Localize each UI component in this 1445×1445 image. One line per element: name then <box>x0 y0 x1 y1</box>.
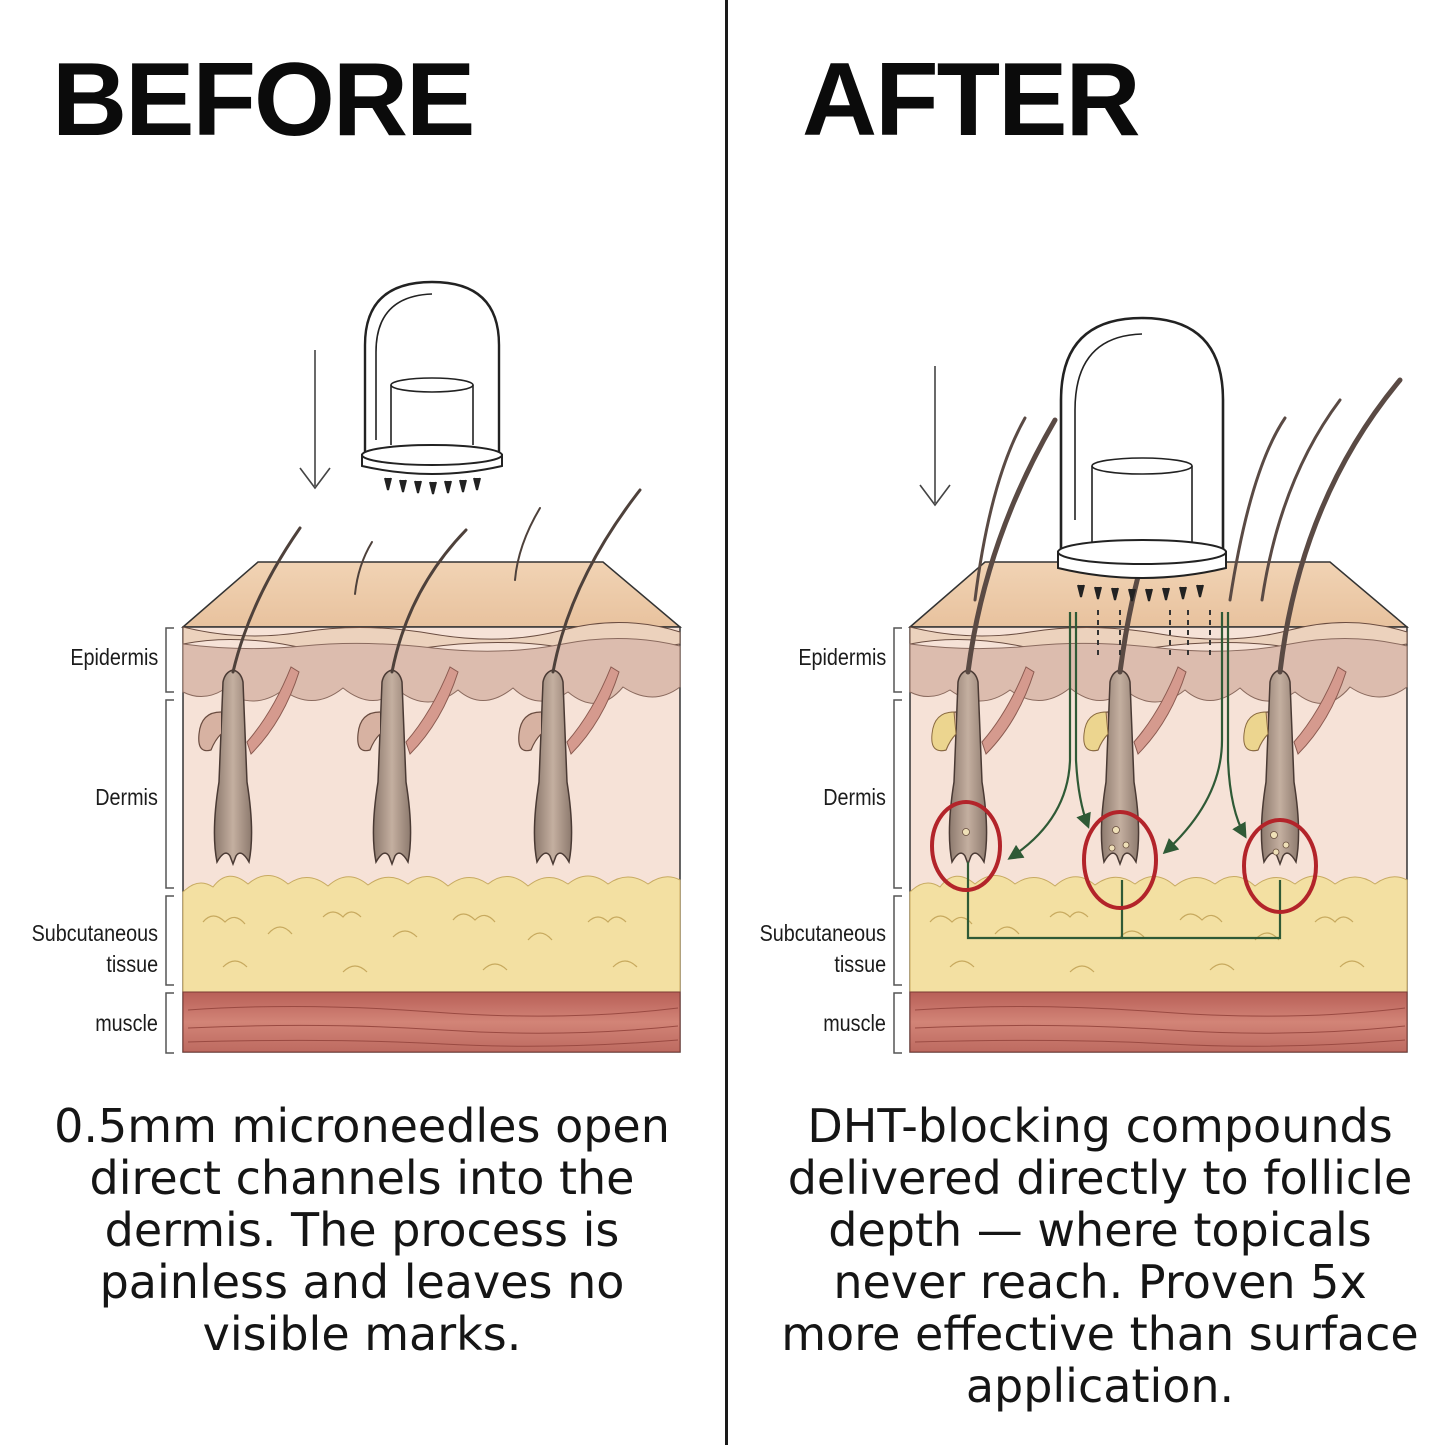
microchannels <box>1097 610 1211 660</box>
label-subcutaneous: Subcutaneous <box>31 920 158 946</box>
after-caption: DHT-blocking compounds delivered directl… <box>781 1099 1419 1413</box>
label-dermis: Dermis <box>823 784 886 810</box>
before-diagram <box>182 280 681 1053</box>
label-tissue: tissue <box>106 951 158 977</box>
follicle-target-rings <box>930 800 1318 914</box>
label-muscle: muscle <box>823 1010 886 1036</box>
down-arrow-icon <box>299 350 331 490</box>
layer-brackets-after <box>893 627 902 1054</box>
panel-divider <box>725 0 728 1445</box>
microneedle-device-icon <box>361 280 503 495</box>
before-caption: 0.5mm microneedles open direct channels … <box>54 1099 670 1361</box>
after-title: AFTER <box>802 42 1141 158</box>
label-subcutaneous: Subcutaneous <box>759 920 886 946</box>
layer-brackets-before <box>165 627 174 1054</box>
label-dermis: Dermis <box>95 784 158 810</box>
microneedle-device-icon <box>1057 316 1227 602</box>
after-diagram <box>909 316 1408 1053</box>
label-epidermis: Epidermis <box>70 644 158 670</box>
down-arrow-icon <box>919 366 951 507</box>
label-muscle: muscle <box>95 1010 158 1036</box>
before-title: BEFORE <box>52 42 475 158</box>
label-epidermis: Epidermis <box>798 644 886 670</box>
label-tissue: tissue <box>834 951 886 977</box>
